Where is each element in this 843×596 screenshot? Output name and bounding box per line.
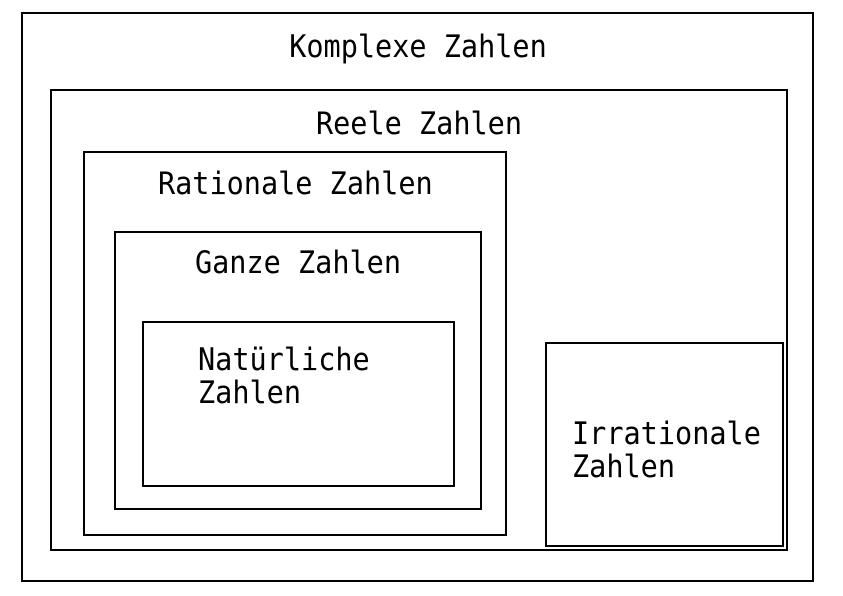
set-label-ganze-zahlen: Ganze Zahlen [116, 247, 480, 280]
set-label-reele-zahlen: Reele Zahlen [52, 108, 786, 141]
set-label-natuerliche-zahlen-line2: Zahlen [198, 374, 302, 411]
set-box-rationale-zahlen: Rationale Zahlen Ganze Zahlen Natürliche… [83, 151, 507, 536]
set-label-ganze-zahlen-text: Ganze Zahlen [194, 245, 402, 281]
set-box-komplexe-zahlen: Komplexe Zahlen Reele Zahlen Rationale Z… [21, 12, 814, 582]
set-label-komplexe-zahlen-text: Komplexe Zahlen [288, 29, 547, 65]
set-label-rationale-zahlen-text: Rationale Zahlen [157, 166, 433, 202]
set-box-reele-zahlen: Reele Zahlen Rationale Zahlen Ganze Zahl… [50, 89, 788, 551]
set-label-komplexe-zahlen: Komplexe Zahlen [23, 31, 812, 64]
set-label-reele-zahlen-text: Reele Zahlen [315, 106, 523, 142]
set-label-irrationale-zahlen-line1: Irrationale [572, 416, 761, 452]
set-label-rationale-zahlen: Rationale Zahlen [85, 168, 505, 201]
set-label-natuerliche-zahlen-line1: Natürliche [198, 342, 370, 378]
set-label-irrationale-zahlen-line2: Zahlen [572, 448, 676, 485]
